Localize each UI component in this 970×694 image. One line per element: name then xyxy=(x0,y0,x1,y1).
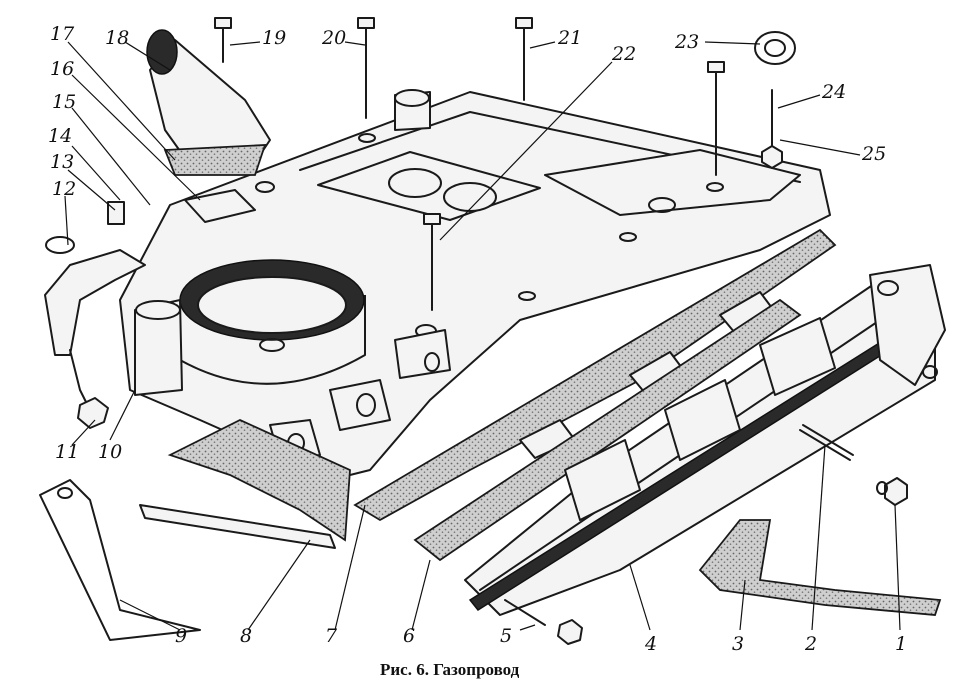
figure-caption: Рис. 6. Газопровод xyxy=(380,660,520,679)
callout-2: 2 xyxy=(804,633,817,655)
callout-8: 8 xyxy=(240,625,252,647)
callout-3: 3 xyxy=(732,633,744,655)
callout-17: 17 xyxy=(50,23,75,45)
callout-6: 6 xyxy=(403,625,415,647)
callout-1: 1 xyxy=(895,633,907,655)
water-outlet-elbow xyxy=(146,29,271,176)
stud-5 xyxy=(504,599,583,645)
bracket xyxy=(39,479,201,641)
callout-labels: 1 2 3 4 5 6 7 8 9 10 11 12 13 14 15 16 1… xyxy=(48,23,907,655)
callout-23: 23 xyxy=(674,31,699,53)
callout-5: 5 xyxy=(500,625,512,647)
stud-24 xyxy=(761,89,783,169)
lifting-eye xyxy=(754,31,796,65)
callout-19: 19 xyxy=(262,27,286,49)
callout-7: 7 xyxy=(325,625,338,647)
callout-20: 20 xyxy=(321,27,346,49)
stud-20 xyxy=(357,17,375,119)
callout-15: 15 xyxy=(52,91,76,113)
stud-21 xyxy=(515,17,533,101)
callout-18: 18 xyxy=(105,27,129,49)
callout-21: 21 xyxy=(557,27,582,49)
leader-lines xyxy=(64,41,901,631)
heat-shield xyxy=(698,519,942,616)
lower-gasket xyxy=(167,419,351,542)
callout-24: 24 xyxy=(821,81,846,103)
callout-10: 10 xyxy=(98,441,122,463)
stud-long xyxy=(707,61,725,176)
callout-16: 16 xyxy=(50,58,74,80)
exhaust-manifold xyxy=(464,264,946,616)
stud-strip xyxy=(139,504,336,549)
callout-9: 9 xyxy=(175,625,187,647)
hose-assembly xyxy=(44,189,256,429)
intake-manifold xyxy=(119,89,831,481)
stud-19 xyxy=(214,17,232,63)
callout-14: 14 xyxy=(48,125,72,147)
callout-22: 22 xyxy=(611,43,636,65)
callout-25: 25 xyxy=(861,143,886,165)
callout-12: 12 xyxy=(52,178,76,200)
callout-13: 13 xyxy=(50,151,74,173)
stud-22 xyxy=(423,213,441,311)
exhaust-gasket xyxy=(413,298,802,562)
callout-4: 4 xyxy=(644,633,657,655)
callout-11: 11 xyxy=(55,441,79,463)
nut-1 xyxy=(876,477,908,506)
